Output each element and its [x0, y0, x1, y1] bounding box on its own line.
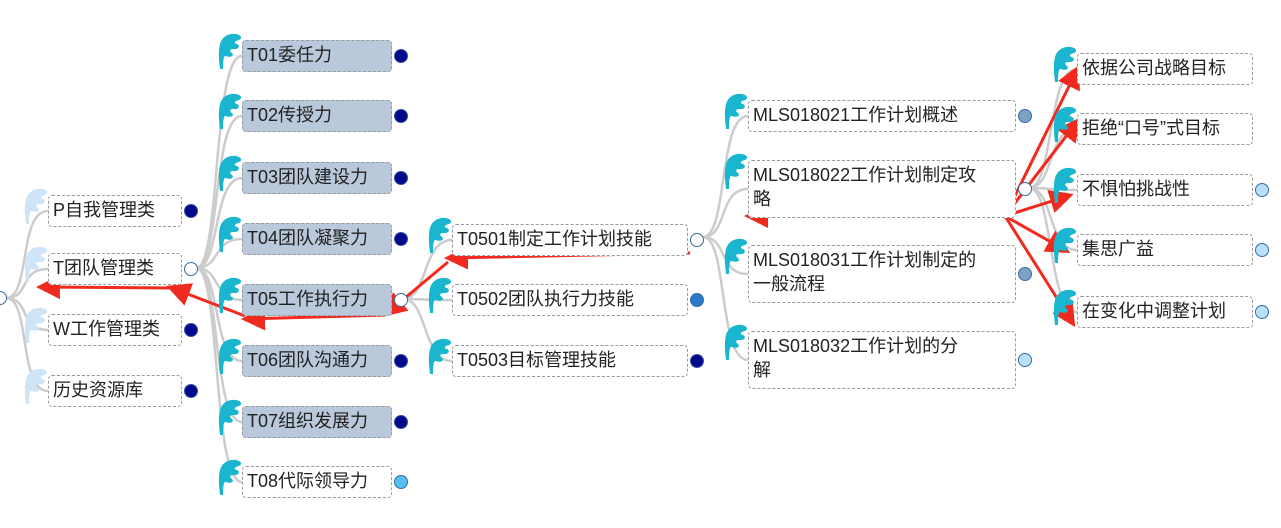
mindmap-node[interactable]: T0501制定工作计划技能 — [452, 224, 688, 256]
expand-toggle[interactable] — [1255, 183, 1269, 197]
leaf-icon — [218, 338, 242, 374]
connector-line — [195, 114, 243, 270]
expand-toggle[interactable] — [1018, 267, 1032, 281]
connector-line — [5, 209, 49, 300]
expand-toggle[interactable] — [1018, 109, 1032, 123]
connector-line — [195, 266, 243, 302]
leaf-icon — [428, 277, 452, 313]
leaf-icon — [218, 459, 242, 495]
mindmap-node[interactable]: 在变化中调整计划 — [1077, 296, 1253, 328]
mindmap-node[interactable]: 历史资源库 — [48, 375, 182, 407]
connector-line — [702, 235, 749, 276]
mindmap-node[interactable]: T08代际领导力 — [242, 466, 392, 498]
mindmap-node[interactable]: 不惧怕挑战性 — [1077, 174, 1253, 206]
expand-toggle[interactable] — [690, 293, 704, 307]
connector-line — [702, 114, 749, 239]
mindmap-node[interactable]: T06团队沟通力 — [242, 345, 392, 377]
connector-line — [402, 297, 453, 363]
collapse-toggle[interactable] — [394, 293, 408, 307]
mindmap-node[interactable]: T04团队凝聚力 — [242, 223, 392, 255]
expand-toggle[interactable] — [394, 109, 408, 123]
leaf-icon — [428, 217, 452, 253]
connector-line — [702, 187, 749, 239]
collapse-toggle[interactable] — [690, 233, 704, 247]
expand-toggle[interactable] — [394, 171, 408, 185]
annotation-arrow — [1003, 117, 1081, 217]
collapse-toggle[interactable] — [1018, 182, 1032, 196]
leaf-icon — [218, 33, 242, 69]
mindmap-node[interactable]: MLS018031工作计划制定的 一般流程 — [748, 245, 1016, 303]
mindmap-node[interactable]: T02传授力 — [242, 100, 392, 132]
mindmap-node[interactable]: MLS018032工作计划的分 解 — [748, 331, 1016, 389]
mindmap-node[interactable]: 拒绝“口号”式目标 — [1077, 113, 1253, 145]
mindmap-node[interactable]: T01委任力 — [242, 40, 392, 72]
expand-toggle[interactable] — [394, 354, 408, 368]
leaf-icon — [1053, 289, 1077, 325]
annotation-arrow — [1003, 64, 1080, 217]
annotation-arrow — [166, 283, 246, 318]
collapse-toggle[interactable] — [184, 262, 198, 276]
leaf-icon — [24, 368, 48, 404]
mindmap-node[interactable]: T团队管理类 — [48, 253, 182, 285]
connector-line — [5, 296, 49, 332]
expand-toggle[interactable] — [1255, 243, 1269, 257]
expand-toggle[interactable] — [184, 204, 198, 218]
connector-line — [195, 54, 243, 270]
expand-toggle[interactable] — [394, 475, 408, 489]
connector-line — [195, 237, 243, 270]
leaf-icon — [218, 216, 242, 252]
leaf-icon — [24, 307, 48, 343]
leaf-icon — [218, 277, 242, 313]
mindmap-node[interactable]: MLS018022工作计划制定攻 略 — [748, 160, 1016, 218]
expand-toggle[interactable] — [1018, 353, 1032, 367]
expand-toggle[interactable] — [690, 354, 704, 368]
expand-toggle[interactable] — [184, 384, 198, 398]
connector-line — [5, 267, 49, 300]
leaf-icon — [724, 238, 748, 274]
mindmap-node[interactable]: P自我管理类 — [48, 195, 182, 227]
connector-line — [402, 238, 453, 301]
expand-toggle[interactable] — [394, 232, 408, 246]
mindmap-node[interactable]: T07组织发展力 — [242, 406, 392, 438]
connector-line — [5, 296, 49, 393]
connector-line — [195, 176, 243, 270]
connector-line — [702, 235, 749, 362]
mindmap-node[interactable]: T0503目标管理技能 — [452, 345, 688, 377]
leaf-icon — [218, 93, 242, 129]
mindmap-node[interactable]: 依据公司战略目标 — [1077, 53, 1253, 85]
expand-toggle[interactable] — [184, 323, 198, 337]
expand-toggle[interactable] — [1255, 305, 1269, 319]
leaf-icon — [24, 188, 48, 224]
leaf-icon — [24, 246, 48, 282]
leaf-icon — [218, 399, 242, 435]
mindmap-node[interactable]: T05工作执行力 — [242, 284, 392, 316]
leaf-icon — [724, 93, 748, 129]
mindmap-node[interactable]: T03团队建设力 — [242, 162, 392, 194]
expand-toggle[interactable] — [394, 49, 408, 63]
leaf-icon — [218, 155, 242, 191]
expand-toggle[interactable] — [394, 415, 408, 429]
mindmap-node[interactable]: T0502团队执行力技能 — [452, 284, 688, 316]
leaf-icon — [724, 153, 748, 189]
mindmap-node[interactable]: MLS018021工作计划概述 — [748, 100, 1016, 132]
leaf-icon — [1053, 106, 1077, 142]
leaf-icon — [428, 338, 452, 374]
mindmap-node[interactable]: W工作管理类 — [48, 314, 182, 346]
mindmap-node[interactable]: 集思广益 — [1077, 234, 1253, 266]
leaf-icon — [1053, 46, 1077, 82]
leaf-icon — [1053, 227, 1077, 263]
leaf-icon — [1053, 167, 1077, 203]
annotation-arrow — [36, 275, 173, 300]
leaf-icon — [724, 324, 748, 360]
